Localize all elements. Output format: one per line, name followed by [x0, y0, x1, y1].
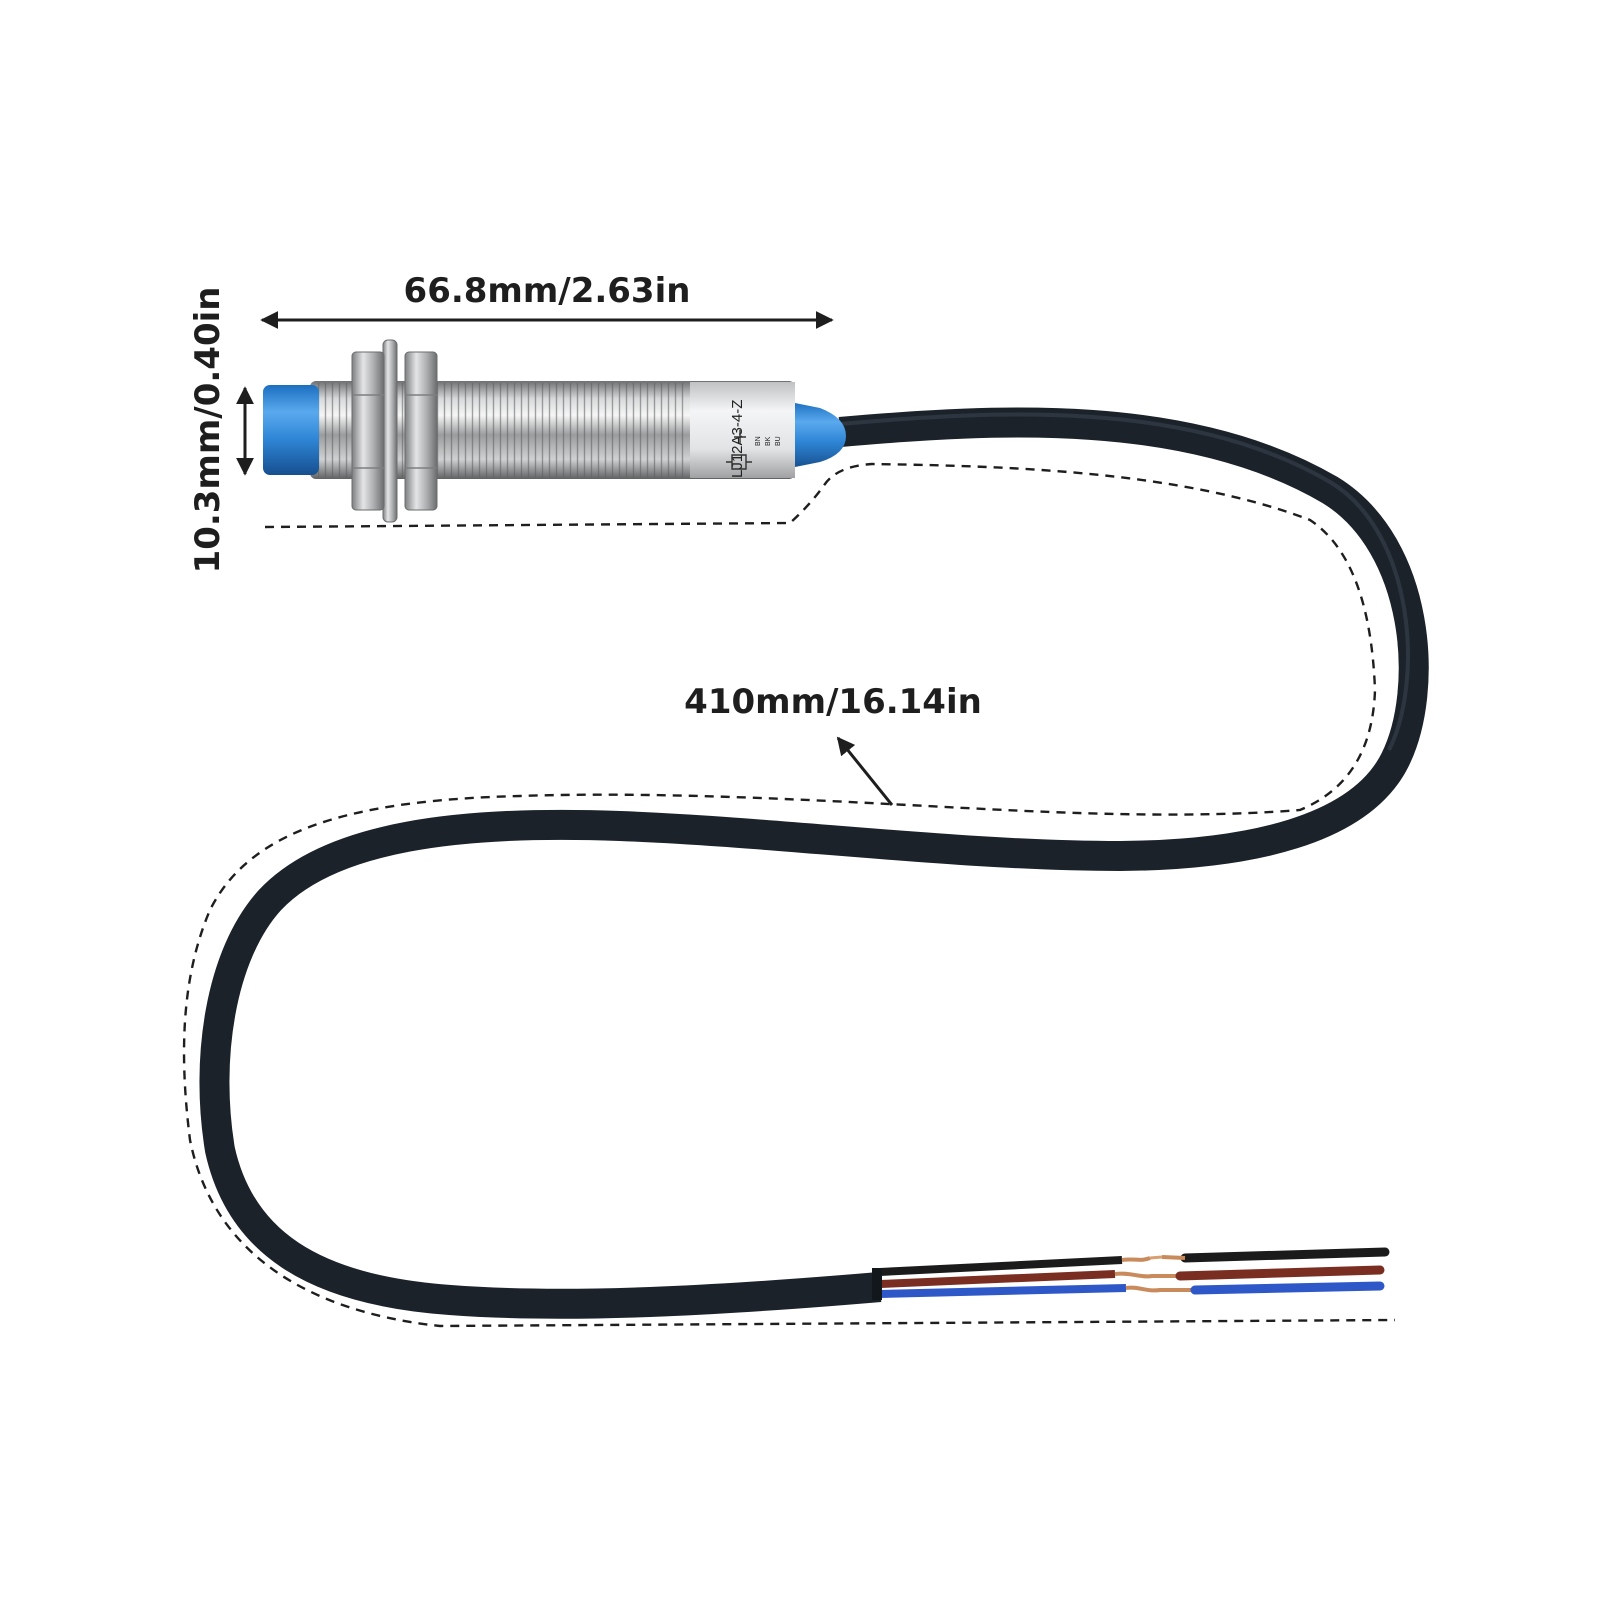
sensor-cable — [199, 407, 1429, 1319]
wire-label-bk: BK — [765, 436, 772, 446]
model-text: LJ12A3-4-Z — [729, 400, 746, 478]
length-dimension-label: 66.8mm/2.63in — [404, 271, 691, 311]
proximity-sensor: LJ12A3-4-Z BN BK BU — [263, 339, 846, 523]
nut-left — [351, 351, 385, 511]
schematic-symbol — [726, 430, 752, 470]
wire-label-bn: BN — [755, 436, 762, 446]
cable-length-pointer-arrow — [836, 736, 894, 806]
washer — [382, 339, 398, 523]
diameter-dimension-label: 10.3mm/0.40in — [188, 287, 228, 574]
sensing-cap — [263, 385, 319, 475]
wire-ends — [879, 1247, 1390, 1298]
model-label-area — [690, 382, 795, 478]
cable-length-label: 410mm/16.14in — [684, 682, 982, 722]
cable-jacket-end — [872, 1268, 882, 1300]
wire-label-bu: BU — [775, 436, 782, 446]
rear-sleeve — [790, 402, 846, 468]
cable-highlight — [839, 412, 1410, 751]
nut-right — [404, 351, 438, 511]
cable-length-dashed-outline — [182, 462, 1396, 1328]
